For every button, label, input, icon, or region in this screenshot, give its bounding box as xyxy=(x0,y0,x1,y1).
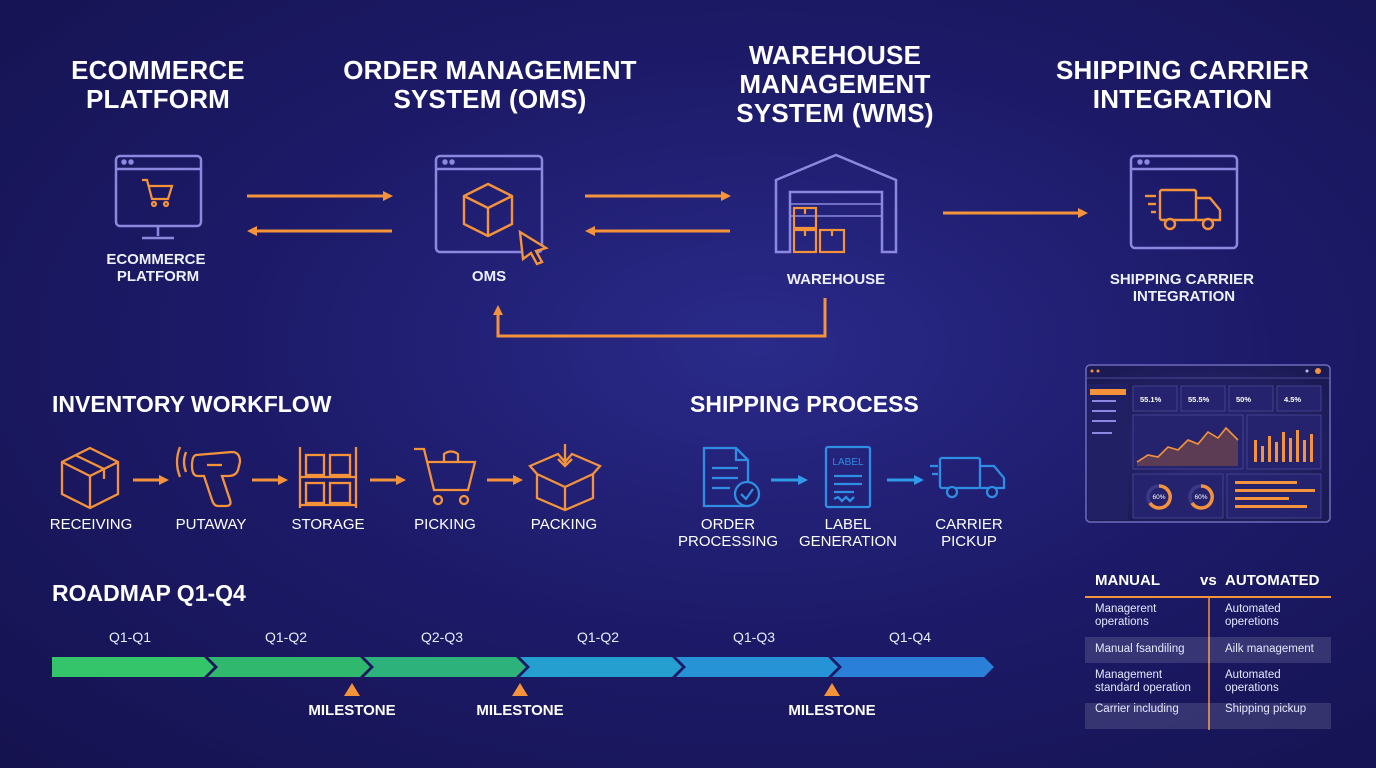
shopping-cart-monitor-icon xyxy=(114,154,203,240)
inventory-workflow-title: INVENTORY WORKFLOW xyxy=(52,391,332,417)
step-order-processing: ORDER PROCESSING xyxy=(677,516,779,550)
analytics-dashboard: 55.1% 55.5% 50% 4.5% 60% 60% xyxy=(1085,364,1331,523)
milestone-label: MILESTONE xyxy=(476,702,564,719)
shipping-carrier-title: SHIPPING CARRIER INTEGRATION xyxy=(1055,55,1310,114)
stat-3: 50% xyxy=(1236,395,1251,404)
manual-vs-automated-table: MANUAL vs AUTOMATED Managerent operation… xyxy=(1085,572,1331,732)
shipping-label-icon xyxy=(824,445,872,509)
order-document-check-icon xyxy=(702,446,761,508)
roadmap-phase-label: Q1-Q3 xyxy=(732,629,775,645)
roadmap-segment xyxy=(364,657,526,677)
automated-cell: Shipping pickup xyxy=(1225,703,1307,715)
oms-label: OMS xyxy=(472,268,506,285)
receiving-box-icon xyxy=(60,446,120,510)
milestone-marker xyxy=(512,683,528,696)
roadmap-segment xyxy=(208,657,370,677)
manual-cell: Management standard operation xyxy=(1095,669,1191,694)
step-picking: PICKING xyxy=(414,516,476,533)
packing-box-icon xyxy=(528,444,602,512)
gauge-2: 60% xyxy=(1194,494,1207,501)
roadmap-segment xyxy=(676,657,838,677)
manual-cell: Carrier including xyxy=(1095,703,1179,715)
milestone-marker xyxy=(824,683,840,696)
step-receiving: RECEIVING xyxy=(49,516,133,533)
roadmap-phase-label: Q1-Q2 xyxy=(264,629,307,645)
warehouse-icon xyxy=(774,153,898,254)
shipping-label-text: LABEL xyxy=(832,457,864,468)
ecommerce-title: ECOMMERCE PLATFORM xyxy=(71,55,245,114)
shipping-carrier-label: SHIPPING CARRIER INTEGRATION xyxy=(1110,271,1258,305)
step-packing: PACKING xyxy=(530,516,598,533)
barcode-scanner-icon xyxy=(175,446,242,508)
step-carrier-pickup: CARRIER PICKUP xyxy=(935,516,1003,550)
step-label-generation: LABEL GENERATION xyxy=(798,516,898,550)
stat-4: 4.5% xyxy=(1284,395,1301,404)
wms-title: WAREHOUSE MANAGEMENT SYSTEM (WMS) xyxy=(736,40,934,128)
manual-header: MANUAL xyxy=(1095,572,1160,589)
roadmap-phase-label: Q1-Q4 xyxy=(888,629,931,645)
stat-2: 55.5% xyxy=(1188,395,1210,404)
truck-window-icon xyxy=(1129,154,1239,250)
gauge-1: 60% xyxy=(1152,494,1165,501)
roadmap-phase-label: Q2-Q3 xyxy=(420,629,463,645)
roadmap-title: ROADMAP Q1-Q4 xyxy=(52,580,246,606)
delivery-truck-icon xyxy=(930,456,1006,499)
step-storage: STORAGE xyxy=(291,516,365,533)
vs-label: vs xyxy=(1200,572,1217,589)
roadmap-segment xyxy=(832,657,994,677)
storage-shelf-icon xyxy=(298,447,358,508)
roadmap-phase-label: Q1-Q2 xyxy=(576,629,619,645)
ecommerce-label: ECOMMERCE PLATFORM xyxy=(106,251,209,285)
automated-cell: Ailk management xyxy=(1225,643,1314,655)
roadmap-milestones xyxy=(344,683,840,696)
milestone-label: MILESTONE xyxy=(308,702,396,719)
shipping-process-title: SHIPPING PROCESS xyxy=(690,391,919,417)
picking-cart-icon xyxy=(414,447,477,506)
roadmap-bar xyxy=(52,657,994,677)
comparison-table-lines xyxy=(1085,596,1331,730)
automated-header: AUTOMATED xyxy=(1225,572,1320,589)
oms-title: ORDER MANAGEMENT SYSTEM (OMS) xyxy=(343,55,637,114)
roadmap-phase-label: Q1-Q1 xyxy=(108,629,151,645)
milestone-label: MILESTONE xyxy=(788,702,876,719)
warehouse-label: WAREHOUSE xyxy=(787,271,885,288)
automated-cell: Automated operetions xyxy=(1225,603,1281,628)
milestone-marker xyxy=(344,683,360,696)
manual-cell: Managerent operations xyxy=(1095,603,1157,628)
roadmap-segment xyxy=(520,657,682,677)
automated-cell: Automated operations xyxy=(1225,669,1281,694)
roadmap-segment xyxy=(52,657,214,677)
step-putaway: PUTAWAY xyxy=(175,516,247,533)
manual-cell: Manual fsandiling xyxy=(1095,643,1185,655)
stat-1: 55.1% xyxy=(1140,395,1162,404)
package-cursor-window-icon xyxy=(434,154,549,266)
arrow-wms-feedback-to-oms xyxy=(493,298,827,338)
